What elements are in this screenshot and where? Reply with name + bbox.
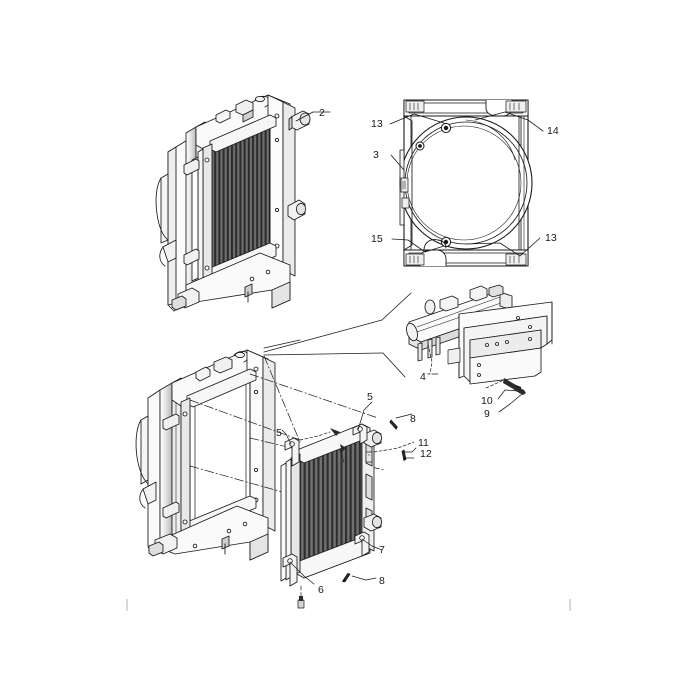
callout-mount-bracket-lower-left: 6: [318, 584, 324, 596]
oil-cooler-assembly: [280, 419, 410, 609]
fan-shroud-assembly: [399, 99, 533, 267]
callout-shroud-lower-left-clip: 15: [371, 233, 383, 245]
callout-clip: 11: [418, 437, 429, 449]
callout-fan-shroud: 3: [373, 149, 379, 161]
registration-marks: [126, 599, 571, 611]
callout-screw-lower: 8: [379, 575, 385, 587]
callout-mount-bracket-lower-right: 7: [379, 544, 385, 556]
callout-screw-upper: 8: [410, 413, 416, 425]
callout-shroud-upper-right-bracket: 14: [547, 125, 559, 137]
callout-pin: 12: [420, 448, 432, 460]
radiator-assembly-upper: [155, 94, 311, 312]
callout-bolt-short: 9: [484, 408, 490, 420]
explode-leader-lines: [263, 292, 412, 378]
callout-shroud-bolt-lower-right: 13: [545, 232, 557, 244]
callout-mount-bracket-upper-left: 5: [276, 427, 282, 439]
side-support-frame: [447, 301, 553, 385]
callout-mount-bracket-upper-right: 5: [367, 391, 373, 403]
callout-bolt-long: 10: [481, 395, 493, 407]
callout-shroud-bolt-upper-left: 13: [371, 118, 383, 130]
bolt-hardware: [485, 378, 526, 413]
radiator-support-frame: [135, 349, 276, 561]
callout-oil-cooler-tube-assembly: 4: [420, 371, 426, 383]
callout-radiator-assembly: 2: [319, 107, 325, 119]
